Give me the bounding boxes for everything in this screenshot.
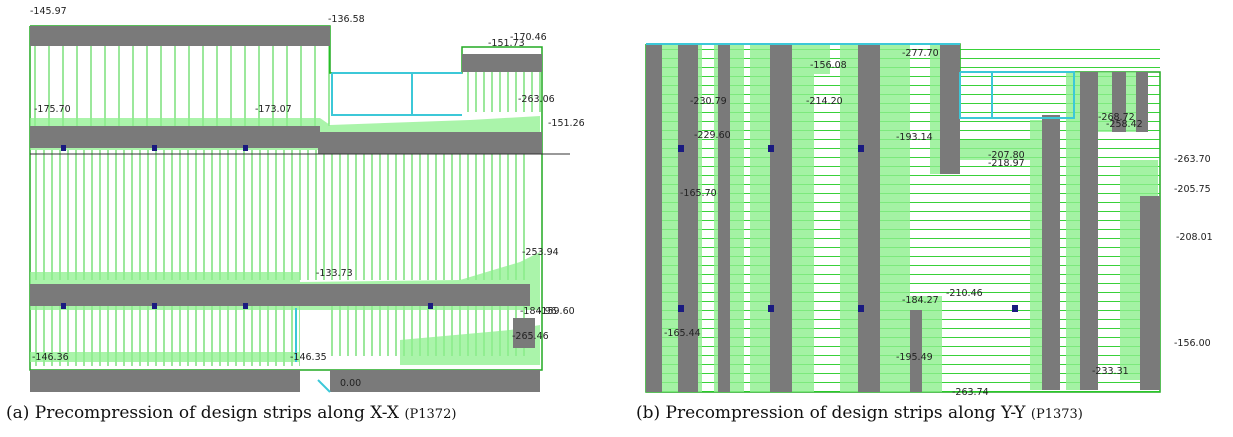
label-a-4: -151.73 bbox=[488, 38, 525, 49]
caption-a-ref: (P1372) bbox=[404, 407, 457, 422]
label-b-19: -156.00 bbox=[1174, 338, 1211, 349]
cyan-lines bbox=[295, 72, 462, 393]
label-b-12: -165.70 bbox=[680, 188, 717, 199]
columns bbox=[61, 145, 433, 309]
label-b-2: -156.08 bbox=[810, 60, 847, 71]
green-band-3 bbox=[30, 352, 300, 362]
gray-strip-upper bbox=[30, 126, 320, 148]
panel-x-x-diagram: -145.97 -136.58 -170.46 -151.73 -175.70 … bbox=[0, 0, 600, 400]
right-hatch bbox=[330, 150, 530, 280]
mid-hatch bbox=[30, 150, 330, 280]
cyan-lines-b bbox=[646, 43, 1075, 119]
label-a-3: -170.46 bbox=[510, 32, 547, 43]
upper-strip-hatch bbox=[30, 46, 330, 126]
y-y-strip-svg: -277.70 -156.08 -230.79 -214.20 -229.60 … bbox=[645, 43, 1213, 398]
label-b-11: -263.70 bbox=[1174, 154, 1211, 165]
label-a-10: -133.73 bbox=[316, 268, 353, 279]
right-top-hatch bbox=[462, 72, 542, 112]
caption-b-ref: (P1373) bbox=[1030, 407, 1083, 422]
gray-strip-top bbox=[30, 26, 330, 46]
label-b-4: -214.20 bbox=[806, 96, 843, 107]
label-a-5: -175.70 bbox=[34, 104, 71, 115]
label-b-18: -195.49 bbox=[896, 352, 933, 363]
label-a-1: -145.97 bbox=[30, 6, 67, 17]
label-a-14: -146.36 bbox=[32, 352, 69, 363]
gray-strip-mid bbox=[30, 284, 530, 306]
label-a-9: -253.94 bbox=[522, 247, 559, 258]
label-a-8: -151.26 bbox=[548, 118, 585, 129]
gray-strip-bottom-right bbox=[330, 370, 540, 392]
label-b-10: -218.97 bbox=[988, 158, 1025, 169]
label-b-15: -210.46 bbox=[946, 288, 983, 299]
label-b-3: -230.79 bbox=[690, 96, 727, 107]
label-a-13: -265.46 bbox=[512, 331, 549, 342]
caption-a: (a) Precompression of design strips alon… bbox=[6, 403, 456, 423]
label-b-8: -258.42 bbox=[1106, 119, 1143, 130]
caption-a-text: (a) Precompression of design strips alon… bbox=[6, 403, 400, 423]
label-a-16: 0.00 bbox=[340, 378, 361, 389]
label-b-21: -263.74 bbox=[952, 387, 989, 398]
label-b-7: -268.72 bbox=[1098, 112, 1135, 123]
label-b-6: -193.14 bbox=[896, 132, 933, 143]
label-a-2: -136.58 bbox=[328, 14, 365, 25]
x-x-strip-svg: -145.97 -136.58 -170.46 -151.73 -175.70 … bbox=[29, 6, 585, 393]
columns-b bbox=[678, 145, 1018, 312]
gray-strip-small bbox=[513, 318, 535, 348]
label-b-20: -233.31 bbox=[1092, 366, 1129, 377]
label-b-14: -208.01 bbox=[1176, 232, 1213, 243]
label-a-7: -263.06 bbox=[518, 94, 555, 105]
label-b-1: -277.70 bbox=[902, 48, 939, 59]
label-b-9: -207.80 bbox=[988, 150, 1025, 161]
label-a-12: -159.60 bbox=[538, 306, 575, 317]
caption-b-text: (b) Precompression of design strips alon… bbox=[636, 403, 1026, 423]
label-b-5: -229.60 bbox=[694, 130, 731, 141]
label-a-6: -173.07 bbox=[255, 104, 292, 115]
caption-b: (b) Precompression of design strips alon… bbox=[636, 403, 1083, 423]
gray-strip-upper-right bbox=[318, 132, 542, 154]
label-b-13: -205.75 bbox=[1174, 184, 1211, 195]
green-band-4 bbox=[400, 325, 540, 365]
label-a-15: -146.35 bbox=[290, 352, 327, 363]
gray-strip-bottom bbox=[30, 370, 300, 392]
panel-y-y-diagram: -277.70 -156.08 -230.79 -214.20 -229.60 … bbox=[630, 0, 1233, 400]
label-b-16: -184.27 bbox=[902, 295, 939, 306]
gray-strip-top-right bbox=[462, 54, 542, 72]
label-a-11: -184.96 bbox=[520, 306, 557, 317]
label-b-17: -165.44 bbox=[664, 328, 701, 339]
